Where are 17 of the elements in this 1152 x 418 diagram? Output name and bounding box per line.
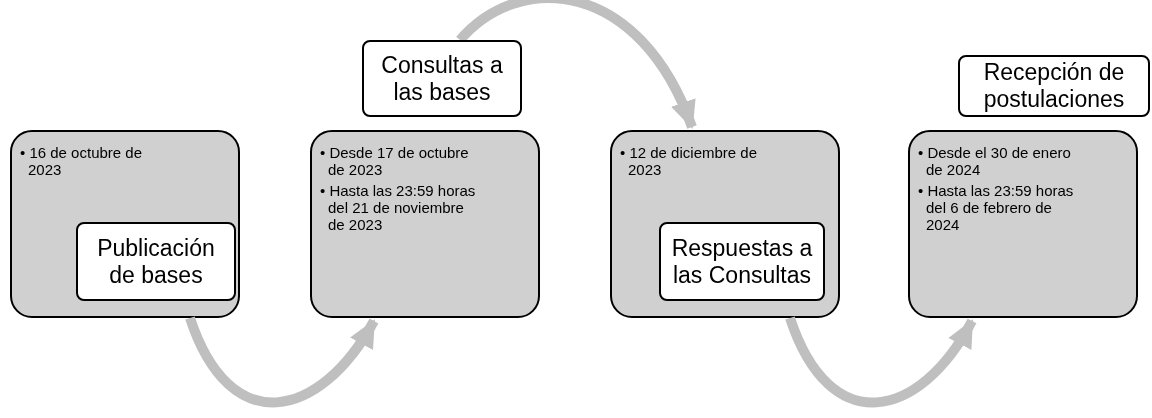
curved-arrow xyxy=(785,316,977,408)
bullet-item: • 12 de diciembre de 2023 xyxy=(620,144,758,178)
stage-title-box: Consultas a las bases xyxy=(362,40,522,117)
stage-card xyxy=(10,130,240,318)
curved-arrow xyxy=(185,316,379,408)
stage-title-box: Recepción de postulaciones xyxy=(958,55,1150,117)
stage-card xyxy=(908,130,1138,318)
stage-title-box: Publicación de bases xyxy=(76,222,236,301)
stage-card xyxy=(310,130,540,318)
bullet-item: • Hasta las 23:59 horas del 21 de noviembre de 2023 xyxy=(320,182,477,233)
stage-card xyxy=(610,130,840,318)
bullet-item: • Desde 17 de octubre de 2023 xyxy=(320,144,470,178)
stage-title-box: Respuestas a las Consultas xyxy=(659,222,825,301)
bullet-item: • Hasta las 23:59 horas del 6 de febrero de 2024 xyxy=(918,182,1075,233)
bullet-item: • 16 de octubre de 2023 xyxy=(20,144,143,178)
curved-arrow xyxy=(456,0,697,129)
bullet-item: • Desde el 30 de enero de 2024 xyxy=(918,144,1072,178)
